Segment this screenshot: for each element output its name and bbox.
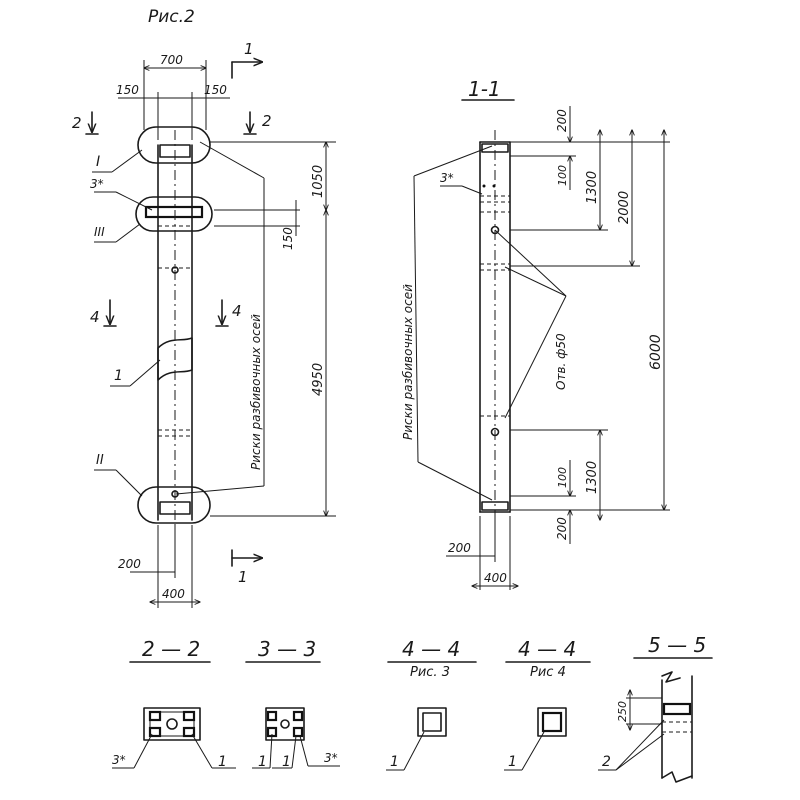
side-dim-width: 400 [484, 571, 507, 585]
section-callout: 2 [602, 754, 611, 770]
section-callout: 1 [282, 754, 291, 770]
section-title: 3 — 3 [258, 637, 316, 661]
section-mark-1-top: 1 [244, 40, 254, 58]
dim-bottom-width: 400 [162, 587, 185, 601]
front-view: 700 150 150 1 2 2 4 4 1 I 3* [72, 40, 336, 608]
side-axis-marks-label: Риски разбивочных осей [401, 284, 415, 440]
side-dim-2000: 2000 [617, 191, 632, 224]
side-view-title: 1-1 [468, 77, 501, 101]
side-dim-6000: 6000 [648, 334, 664, 370]
side-dim-1300-bottom: 1300 [585, 461, 600, 494]
axis-marks-label: Риски разбивочных осей [249, 314, 263, 470]
callout-node-2: II [96, 453, 104, 468]
node-oval-middle [135, 196, 213, 232]
section-callout: 3* [324, 751, 338, 765]
section-2-2: 2 — 2 3* 1 [112, 637, 236, 770]
dim-bottom-offset: 200 [118, 557, 141, 571]
section-mark-4-left: 4 [90, 308, 100, 326]
middle-plate [144, 205, 204, 219]
section-mark-2-left: 2 [72, 114, 82, 132]
callout-part-1: 1 [114, 368, 123, 384]
dim-lower: 4950 [311, 363, 326, 396]
section-callout: 1 [258, 754, 267, 770]
callout-node-3: III [94, 225, 105, 239]
dim-top-total: 700 [160, 53, 183, 67]
section-callout: 3* [112, 753, 126, 767]
section-4-4-fig4: 4 — 4 Рис 4 1 [504, 637, 591, 771]
section-title: 2 — 2 [142, 637, 200, 661]
section-title: 4 — 4 [518, 637, 576, 661]
section-title: 4 — 4 [402, 637, 460, 661]
section-callout: 1 [218, 754, 227, 770]
side-dim-offset: 200 [448, 541, 471, 555]
figure-label: Рис.2 [148, 7, 195, 27]
dim-top-left: 150 [116, 83, 139, 97]
section-mark-2-right: 2 [262, 112, 272, 130]
node-oval-bottom [137, 486, 211, 524]
side-dim-top: 200 [555, 109, 569, 132]
section-callout: 250 [616, 701, 629, 722]
dim-upper: 1050 [311, 165, 326, 198]
side-dim-100-bottom: 100 [556, 467, 569, 488]
side-dim-100-top: 100 [556, 165, 569, 186]
dim-top-right: 150 [204, 83, 227, 97]
section-3-3: 3 — 3 1 1 3* [245, 637, 340, 770]
side-dim-1300-top: 1300 [585, 171, 600, 204]
hole-label: Отв. ф50 [554, 333, 568, 390]
section-subtitle: Рис 4 [530, 665, 566, 680]
side-dim-bottom: 200 [555, 517, 569, 540]
section-mark-4-right: 4 [232, 302, 242, 320]
section-break [157, 337, 193, 381]
side-callout-part-3: 3* [440, 171, 454, 185]
side-view: 1-1 3* Риски разбивочных осей Отв. ф50 [401, 77, 670, 590]
node-oval-top [137, 126, 211, 164]
section-title: 5 — 5 [648, 633, 706, 657]
section-mark-1-bottom: 1 [238, 568, 248, 586]
section-callout: 1 [508, 754, 517, 770]
callout-node-1: I [96, 154, 100, 170]
section-subtitle: Рис. 3 [410, 665, 450, 680]
callout-part-3: 3* [90, 177, 104, 191]
dim-step: 150 [281, 227, 295, 250]
section-4-4-fig3: 4 — 4 Рис. 3 1 [386, 637, 477, 771]
section-callout: 1 [390, 754, 399, 770]
section-5-5: 5 — 5 250 2 [598, 633, 713, 783]
